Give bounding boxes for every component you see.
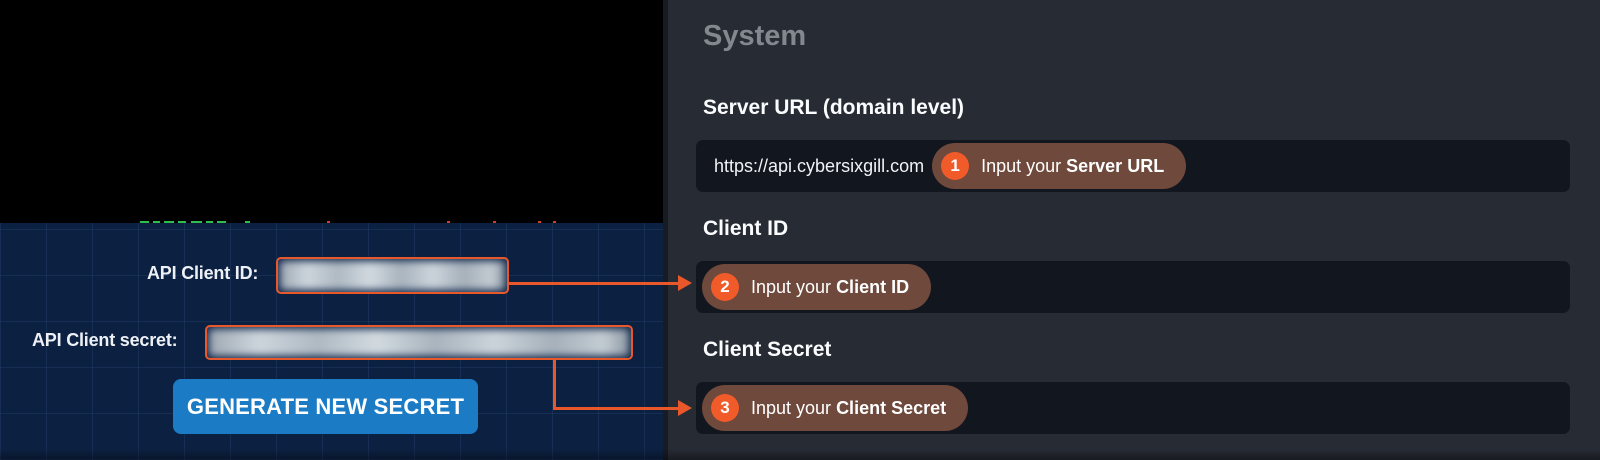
api-client-id-label: API Client ID: xyxy=(147,263,259,283)
client-secret-label: Client Secret xyxy=(703,338,832,361)
source-app-screenshot: API Client ID: API Client secret: GENERA… xyxy=(0,0,663,460)
api-client-secret-label: API Client secret: xyxy=(32,330,178,350)
annotation-text: Input your Client Secret xyxy=(751,397,947,418)
server-url-input[interactable]: https://api.cybersixgill.com 1 Input you… xyxy=(696,140,1570,192)
blurred-value xyxy=(280,261,505,290)
annotation-text: Input your Client ID xyxy=(751,276,910,297)
api-client-id-value-redacted[interactable] xyxy=(276,257,509,294)
client-secret-arrow-icon xyxy=(678,400,692,416)
generate-new-secret-button[interactable]: GENERATE NEW SECRET xyxy=(173,379,478,434)
bottom-shadow xyxy=(0,449,1600,460)
terminal-black-area xyxy=(0,0,663,223)
client-id-arrow-icon xyxy=(678,275,692,291)
api-client-secret-value-redacted[interactable] xyxy=(205,325,633,360)
annotation-pill-1: 1 Input your Server URL xyxy=(932,143,1187,189)
server-url-value: https://api.cybersixgill.com xyxy=(714,155,925,176)
step-3-badge: 3 xyxy=(711,394,739,422)
client-id-label: Client ID xyxy=(703,217,789,240)
client-secret-connector-vertical xyxy=(553,358,556,410)
panel-title: System xyxy=(703,20,807,52)
client-id-connector-line xyxy=(509,282,679,285)
annotation-pill-3: 3 Input your Client Secret xyxy=(702,385,969,431)
client-id-input[interactable]: 2 Input your Client ID xyxy=(696,261,1570,313)
annotation-pill-2: 2 Input your Client ID xyxy=(702,264,932,310)
client-secret-input[interactable]: 3 Input your Client Secret xyxy=(696,382,1570,434)
step-1-badge: 1 xyxy=(941,152,970,180)
annotation-text: Input your Server URL xyxy=(981,155,1165,176)
client-secret-connector-line xyxy=(553,407,679,410)
system-settings-panel: System Server URL (domain level) https:/… xyxy=(663,0,1600,460)
server-url-label: Server URL (domain level) xyxy=(703,96,965,119)
blurred-value xyxy=(209,329,629,356)
step-2-badge: 2 xyxy=(711,273,739,301)
